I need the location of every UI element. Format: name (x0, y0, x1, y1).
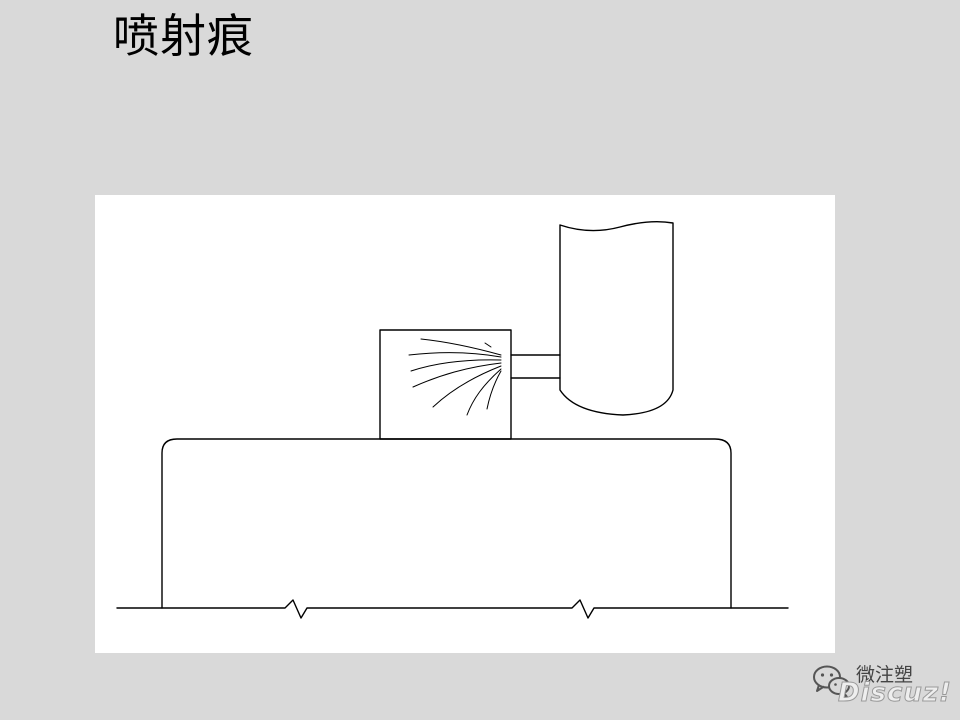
slide-title: 喷射痕 (113, 9, 254, 63)
jet-streaks (408, 338, 502, 416)
gate-block (379, 329, 512, 440)
parting-line (116, 599, 789, 619)
watermark: 微注塑 Discuz! (812, 658, 952, 714)
watermark-brand: Discuz! (838, 678, 952, 709)
wechat-icon (813, 665, 850, 698)
runner (510, 354, 561, 379)
sprue (559, 220, 674, 416)
jetting-diagram (116, 220, 789, 619)
watermark-label: 微注塑 (856, 664, 914, 686)
diagram-panel (95, 195, 835, 653)
molded-part (161, 438, 732, 609)
